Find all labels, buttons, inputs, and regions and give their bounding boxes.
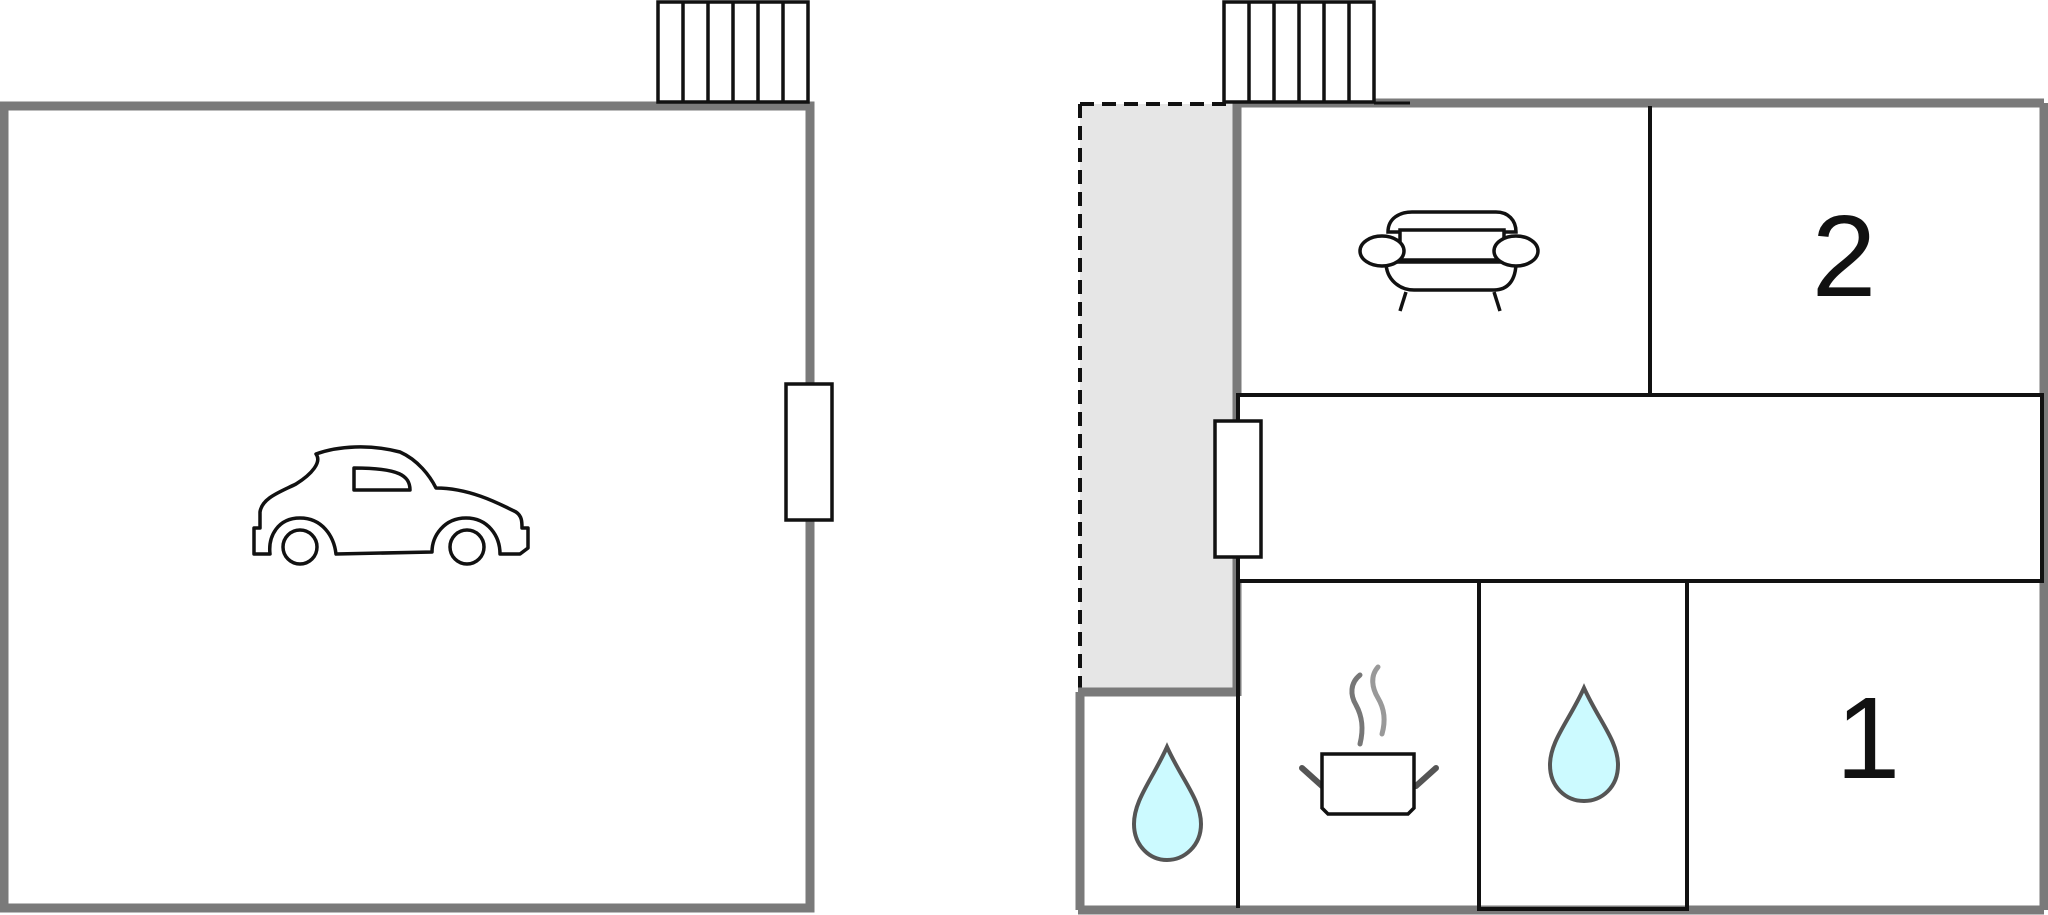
door-icon [784, 382, 834, 522]
house-inner-walls [1236, 106, 2044, 911]
car-icon [252, 445, 530, 566]
terrace [1080, 104, 1238, 692]
garage-building [0, 0, 834, 913]
water-drop-icon [1547, 683, 1621, 804]
bathroom-main-room [1477, 579, 1689, 911]
corridor [1236, 393, 2044, 583]
stairs-icon [656, 0, 810, 104]
room-number-2: 2 [1812, 191, 1877, 321]
house-building: 2 1 [1075, 0, 2048, 915]
garage-outer-wall [0, 101, 815, 913]
cooking-pot-icon [1299, 664, 1439, 816]
room-number-1: 1 [1836, 673, 1901, 803]
door-icon [1213, 419, 1263, 559]
sofa-icon [1358, 210, 1540, 312]
stairs-icon [1222, 0, 1376, 104]
water-drop-icon [1131, 742, 1204, 863]
